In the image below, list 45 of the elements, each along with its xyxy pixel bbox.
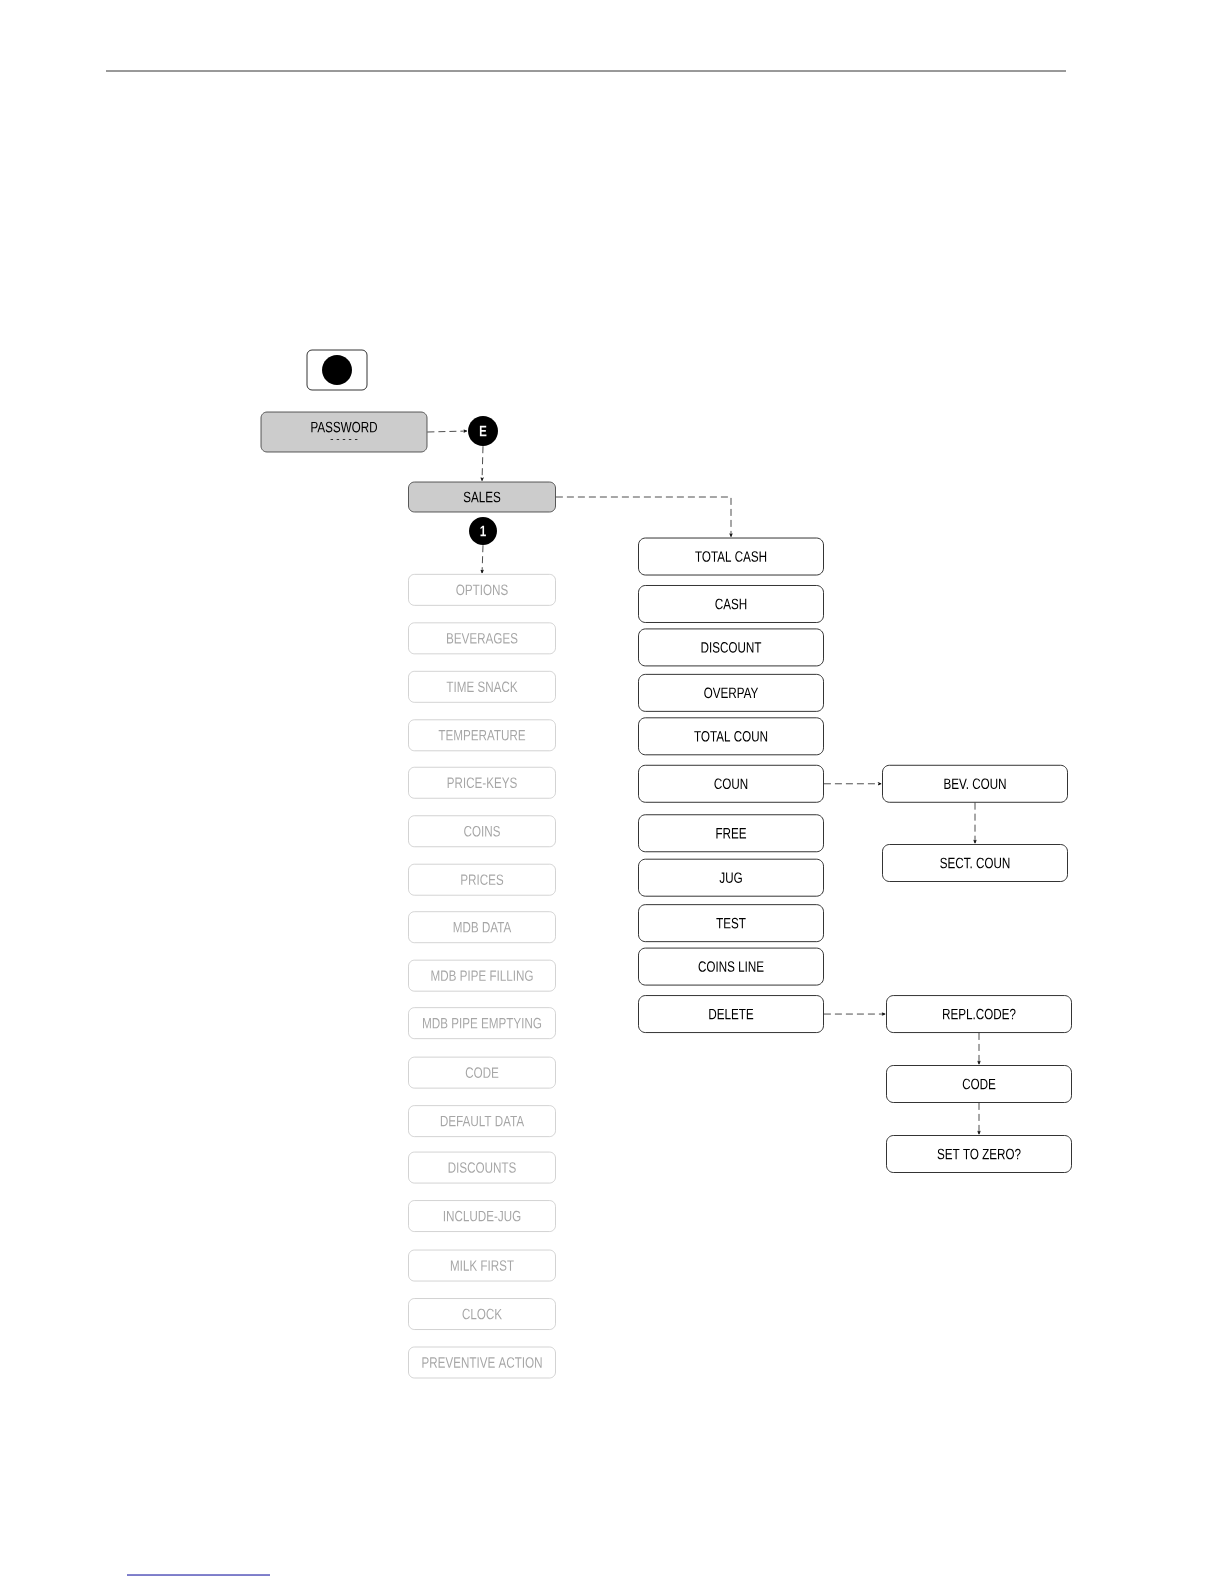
menu-box: PASSWORD - - - - - bbox=[260, 411, 428, 453]
menu-box: BEVERAGES bbox=[408, 622, 556, 655]
menu-box: OPTIONS bbox=[408, 574, 556, 606]
menu-box: TIME SNACK bbox=[408, 670, 556, 703]
menu-box: CODE bbox=[408, 1056, 556, 1089]
menu-box: DISCOUNTS bbox=[408, 1151, 556, 1184]
menu-box: DISCOUNT bbox=[638, 628, 824, 667]
arrow bbox=[427, 429, 468, 433]
arrow bbox=[977, 1032, 981, 1065]
menu-box: TOTAL CASH bbox=[638, 537, 824, 576]
menu-box: MDB PIPE EMPTYING bbox=[408, 1007, 556, 1039]
arrow bbox=[973, 802, 977, 844]
menu-box: JUG bbox=[638, 858, 824, 897]
arrow bbox=[977, 1102, 981, 1135]
menu-box: COINS LINE bbox=[638, 947, 824, 986]
menu-box: PREVENTIVE ACTION bbox=[408, 1346, 556, 1379]
menu-box: MDB PIPE FILLING bbox=[408, 959, 556, 992]
menu-box: CODE bbox=[886, 1065, 1072, 1103]
menu-box: SALES bbox=[408, 481, 556, 513]
menu-box: MILK FIRST bbox=[408, 1249, 556, 1282]
menu-box: DEFAULT DATA bbox=[408, 1105, 556, 1137]
menu-box: BEV. COUN bbox=[882, 764, 1068, 803]
arrow bbox=[480, 544, 484, 574]
arrow bbox=[480, 445, 484, 482]
menu-box: TEST bbox=[638, 904, 824, 943]
menu-box: TOTAL COUN bbox=[638, 717, 824, 756]
menu-box: COUN bbox=[638, 764, 824, 803]
menu-box: MDB DATA bbox=[408, 911, 556, 944]
menu-box: SECT. COUN bbox=[882, 844, 1068, 882]
menu-box: DELETE bbox=[638, 995, 824, 1033]
menu-box: CLOCK bbox=[408, 1298, 556, 1330]
menu-box: REPL.CODE? bbox=[886, 995, 1072, 1033]
menu-box: COINS bbox=[408, 815, 556, 848]
menu-box: TEMPERATURE bbox=[408, 719, 556, 752]
arrow bbox=[555, 496, 733, 538]
menu-box: PRICE-KEYS bbox=[408, 766, 556, 799]
menu-box: PRICES bbox=[408, 863, 556, 896]
menu-box: INCLUDE-JUG bbox=[408, 1200, 556, 1232]
menu-box: SET TO ZERO? bbox=[886, 1135, 1072, 1173]
arrow bbox=[823, 1012, 886, 1016]
key-button bbox=[306, 349, 368, 391]
menu-box: OVERPAY bbox=[638, 673, 824, 712]
menu-box: FREE bbox=[638, 814, 824, 853]
menu-box: CASH bbox=[638, 585, 824, 623]
arrow bbox=[823, 782, 882, 786]
